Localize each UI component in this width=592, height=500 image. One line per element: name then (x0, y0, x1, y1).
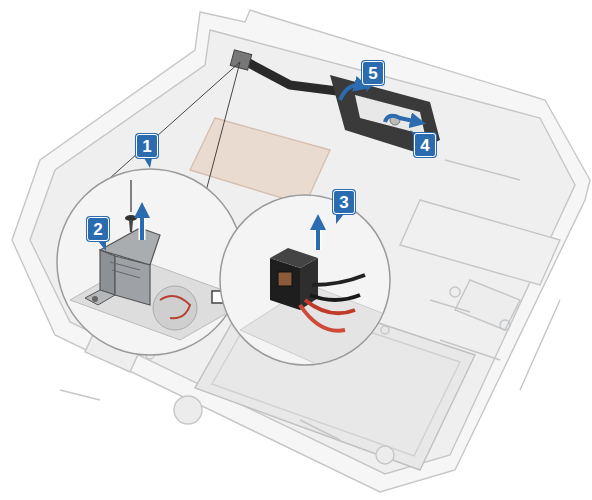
callout-number: 3 (333, 190, 355, 214)
magnified-inset-port (220, 195, 400, 370)
callout-pointer (98, 84, 420, 251)
callout-number: 5 (362, 61, 384, 85)
power-adapter-port-cable (230, 50, 440, 152)
magnified-inset-bracket (57, 169, 250, 355)
callout-number: 2 (87, 217, 109, 241)
callout-number: 4 (414, 133, 436, 157)
palm-rest-assembly (12, 10, 590, 492)
route-arrow (385, 116, 418, 122)
peel-arrow (340, 85, 362, 100)
callout-number: 1 (136, 134, 158, 158)
